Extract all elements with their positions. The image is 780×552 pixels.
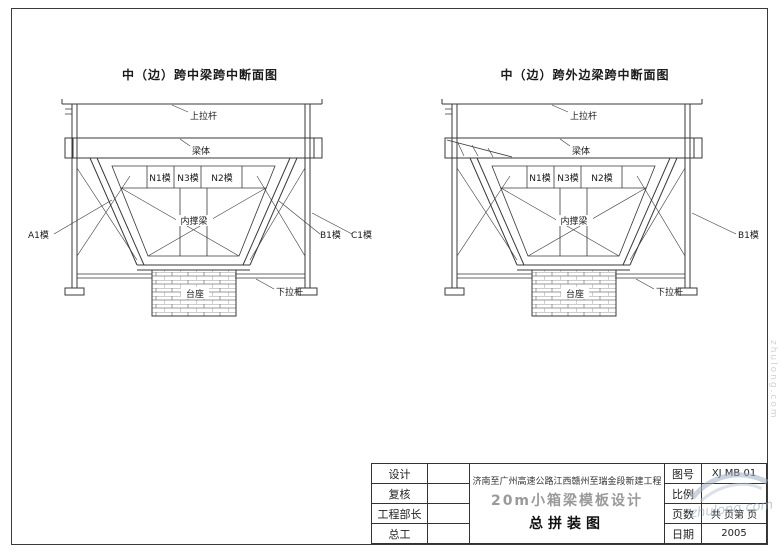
- field-value-scale: [702, 484, 767, 504]
- signature-cell: [428, 464, 470, 484]
- signature-cell: [428, 524, 470, 544]
- right-support-post: [297, 104, 318, 296]
- label-beam-body: 梁体: [192, 145, 210, 157]
- right-support-post: [677, 104, 698, 296]
- bottom-tie-rods: [457, 273, 685, 279]
- bottom-tie-rods: [77, 273, 305, 279]
- label-b1-form: B1模: [320, 230, 341, 241]
- leader-lines: [53, 104, 353, 290]
- label-inner-support-beam: 内撑梁: [180, 215, 207, 227]
- label-n1-form: N1模: [149, 173, 170, 184]
- inner-beam-label-bg: [176, 215, 213, 226]
- pedestal-label-bg: [181, 287, 209, 299]
- label-c1-form: C1模: [351, 230, 372, 241]
- field-value-date: 2005: [702, 524, 767, 544]
- label-bottom-tie-rod: 下拉杆: [656, 286, 683, 298]
- inner-beam-label-bg: [556, 215, 593, 226]
- drawing-title: 总拼装图: [529, 516, 605, 532]
- label-pedestal: 台座: [566, 288, 584, 300]
- zhulong-watermark-vertical-text: zhulong.com: [768, 340, 778, 420]
- title-block-center: 济南至广州高速公路江西赣州至瑞金段新建工程 20m小箱梁模板设计 总拼装图: [470, 464, 665, 544]
- signature-cell: [428, 504, 470, 524]
- right-diagram-title: 中（边）跨外边梁跨中断面图: [500, 68, 670, 82]
- label-inner-support-beam: 内撑梁: [560, 215, 587, 227]
- field-value-drawing-no: XJ MB 01: [702, 464, 767, 484]
- drawing-border-frame: [11, 8, 768, 545]
- sign-label-engineering-director: 工程部长: [372, 504, 428, 524]
- label-n2-form: N2模: [591, 173, 612, 184]
- label-beam-body: 梁体: [572, 145, 590, 157]
- label-n3-form: N3模: [557, 173, 578, 184]
- field-value-pages: 共 页第 页: [702, 504, 767, 524]
- sign-label-chief-engineer: 总工: [372, 524, 428, 544]
- top-tie-rod: [61, 99, 323, 105]
- label-pedestal: 台座: [186, 288, 204, 300]
- label-n2-form: N2模: [211, 173, 232, 184]
- label-b1-form: B1模: [738, 230, 759, 241]
- label-a1-form: A1模: [28, 230, 49, 241]
- label-top-tie-rod: 上拉杆: [570, 110, 597, 122]
- left-diagram-title: 中（边）跨中梁跨中断面图: [121, 68, 278, 82]
- label-n3-form: N3模: [177, 173, 198, 184]
- title-block: 设计 复核 工程部长 总工 济南至广州高速公路江西赣州至瑞金段新建工程 20m小…: [371, 463, 767, 544]
- signature-cell: [428, 484, 470, 504]
- deck-slab-formwork: [64, 137, 323, 159]
- field-label-date: 日期: [665, 524, 702, 544]
- side-bracing: [456, 167, 686, 261]
- sign-label-design: 设计: [372, 464, 428, 484]
- left-support-post: [444, 104, 465, 296]
- deck-slab-formwork: [444, 137, 703, 159]
- label-bottom-tie-rod: 下拉杆: [276, 286, 303, 298]
- field-label-scale: 比例: [665, 484, 702, 504]
- top-tie-rod: [441, 99, 703, 105]
- sign-label-review: 复核: [372, 484, 428, 504]
- right-section-drawing: 上拉杆 梁体 N1模 N3模 N2模 内撑梁 B1模 下拉杆 台座: [441, 99, 759, 317]
- field-label-pages: 页数: [665, 504, 702, 524]
- pedestal-label-bg: [561, 287, 589, 299]
- field-label-drawing-no: 图号: [665, 464, 702, 484]
- label-n1-form: N1模: [529, 173, 550, 184]
- leader-lines: [551, 104, 737, 290]
- left-section-drawing: 上拉杆 梁体 N1模 N3模 N2模 内撑梁 A1模 B1模 C1模 下拉杆 台…: [28, 99, 372, 317]
- design-subject: 20m小箱梁模板设计: [490, 493, 644, 509]
- label-top-tie-rod: 上拉杆: [190, 110, 217, 122]
- left-support-post: [64, 104, 85, 296]
- side-bracing: [76, 167, 306, 261]
- project-name: 济南至广州高速公路江西赣州至瑞金段新建工程: [472, 477, 662, 487]
